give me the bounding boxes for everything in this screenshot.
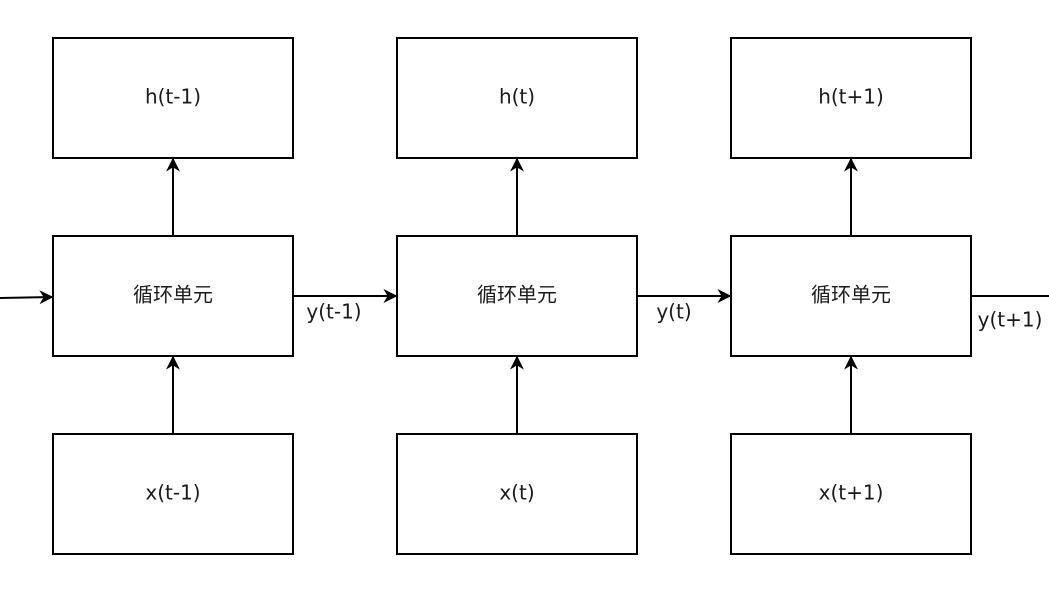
state-label-2: h(t) bbox=[499, 85, 535, 109]
output-label-3: y(t+1) bbox=[978, 308, 1043, 332]
state-box-1 bbox=[52, 37, 294, 159]
state-label-1: h(t-1) bbox=[145, 85, 201, 109]
cell-box-1 bbox=[52, 235, 294, 357]
output-label-2: y(t) bbox=[656, 300, 691, 324]
state-box-2 bbox=[396, 37, 638, 159]
input-box-3 bbox=[730, 433, 972, 555]
cell-label-1: 循环单元 bbox=[133, 283, 213, 307]
cell-label-2: 循环单元 bbox=[477, 283, 557, 307]
column-2: h(t) 循环单元 x(t) bbox=[396, 37, 638, 555]
incoming-arrow bbox=[0, 290, 54, 305]
cell-label-3: 循环单元 bbox=[811, 283, 891, 307]
state-label-3: h(t+1) bbox=[818, 85, 884, 109]
input-label-1: x(t-1) bbox=[145, 481, 200, 505]
state-box-3 bbox=[730, 37, 972, 159]
input-box-2 bbox=[396, 433, 638, 555]
column-1: h(t-1) 循环单元 x(t-1) bbox=[52, 37, 294, 555]
input-label-2: x(t) bbox=[499, 481, 534, 505]
output-label-1: y(t-1) bbox=[306, 300, 361, 324]
column-3: h(t+1) 循环单元 x(t+1) bbox=[730, 37, 972, 555]
input-label-3: x(t+1) bbox=[819, 481, 884, 505]
